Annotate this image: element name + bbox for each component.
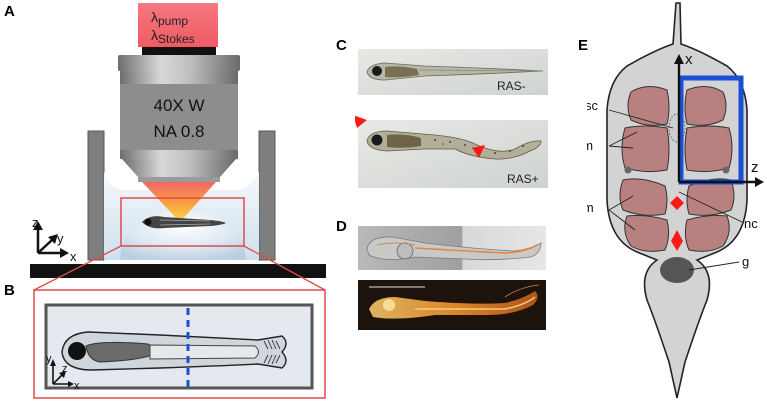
stokes-wavelength-label: λStokes — [151, 27, 195, 46]
zebrafish-sample-small — [142, 216, 226, 229]
fish-ras-positive — [366, 130, 542, 160]
axis-triad-a — [33, 221, 69, 258]
laser-source-box — [138, 3, 218, 47]
label-gut: g — [742, 254, 749, 269]
panel-c-photos: RAS- RAS+ — [355, 49, 548, 188]
panel-letter-a: A — [4, 3, 15, 20]
chamber-wall-left — [87, 130, 105, 261]
chamber-wall-right — [258, 130, 276, 261]
objective-label-band — [120, 84, 238, 150]
panel-letter-e: E — [578, 37, 589, 54]
notochord-lower — [671, 230, 683, 251]
panel-letter-d: D — [336, 218, 347, 235]
tumor-marker-head — [355, 115, 367, 128]
axis-triad-b — [50, 359, 74, 387]
laser-beam — [142, 182, 216, 222]
axis-b-z-label: z — [62, 363, 68, 375]
zebrafish-sample-large — [61, 331, 287, 371]
panel-d-photos — [358, 226, 546, 330]
microscope-stage — [30, 264, 326, 278]
axis-a-z-label: z — [32, 215, 39, 230]
muscle-blocks-left — [619, 86, 670, 252]
lateral-dot-right — [722, 166, 730, 174]
cross-section-diagram: x z sc um lm nc g — [587, 2, 764, 399]
axis-a-x-label: x — [70, 249, 77, 264]
gut — [660, 257, 694, 283]
zoom-line-left — [33, 245, 122, 291]
objective-tip — [122, 159, 236, 177]
zoom-region-box — [120, 197, 245, 247]
axis-b-y-label: y — [46, 353, 52, 365]
lateral-dot-left — [624, 166, 632, 174]
objective-lens — [138, 177, 220, 182]
objective-mount — [142, 47, 216, 55]
panel-letter-c: C — [336, 37, 347, 54]
label-lower-muscle: lm — [587, 200, 594, 215]
notochord-upper — [670, 196, 684, 210]
objective-numerical-aperture: NA 0.8 — [153, 122, 204, 141]
axis-b-x-label: x — [74, 380, 80, 392]
label-ras-negative: RAS- — [497, 79, 526, 93]
axis-e-x-label: x — [685, 51, 693, 68]
axis-a-y-label: y — [57, 231, 64, 246]
label-ras-positive: RAS+ — [507, 172, 539, 186]
label-spinal-cord: sc — [587, 98, 599, 113]
objective-magnification: 40X W — [153, 96, 204, 115]
microscope-setup-diagram: λpump λStokes 40X W NA 0.8 z y x — [30, 3, 326, 399]
panel-letter-b: B — [4, 282, 15, 299]
objective-top-ring — [118, 55, 240, 71]
annotation-lines — [608, 109, 743, 271]
axis-triad-e — [674, 54, 764, 187]
fish-overlay — [366, 236, 542, 261]
pump-wavelength-label: λpump — [151, 9, 188, 28]
fish-srs — [369, 284, 540, 319]
tumor-marker-tail — [472, 145, 485, 158]
axis-e-z-label: z — [751, 159, 759, 176]
muscle-blocks-right — [684, 86, 735, 252]
label-notochord: nc — [744, 216, 758, 231]
label-upper-muscle: um — [587, 138, 593, 153]
zoom-line-right — [243, 245, 326, 291]
fish-ras-negative — [366, 62, 544, 81]
